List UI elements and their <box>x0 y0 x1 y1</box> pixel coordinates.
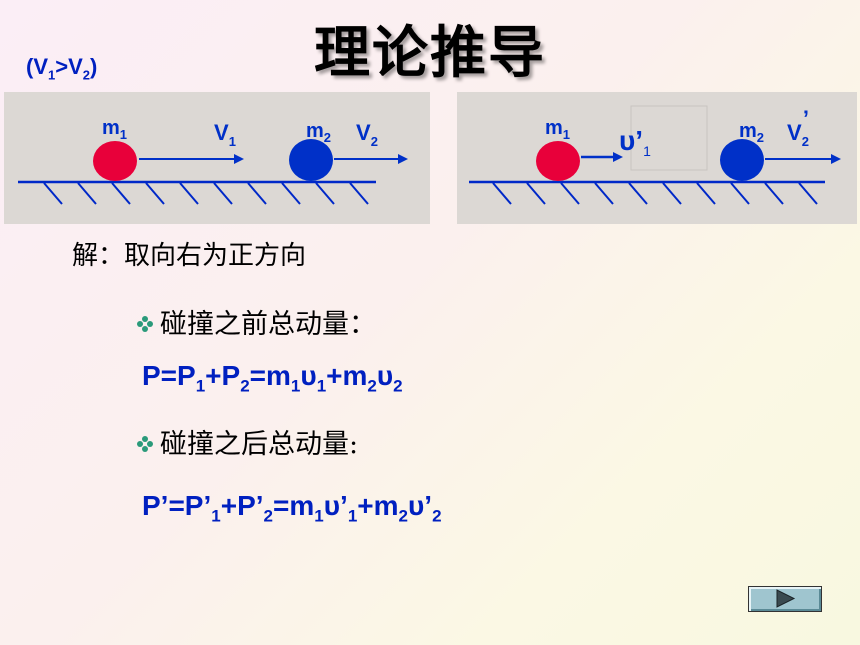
ball-m2 <box>289 139 333 181</box>
formula-momentum-after: P’=P’1+P’2=m1υ’1+m2υ’2 <box>142 490 442 526</box>
formula-momentum-before: P=P1+P2=m1υ1+m2υ2 <box>142 360 403 396</box>
velocity-condition: (V1>V2) <box>26 54 98 83</box>
ball-m1 <box>93 141 137 181</box>
label-u1-prime: υ’1 <box>619 125 651 159</box>
label-v2: V2 <box>356 120 378 149</box>
diamond-bullet-icon <box>134 311 156 333</box>
diagram-before-collision: m1 V1 m2 V2 <box>4 92 430 224</box>
ground-hatching <box>492 182 818 205</box>
ground-hatching <box>43 182 369 205</box>
solution-statement: 解：取向右为正方向 <box>72 241 307 271</box>
label-v1: V1 <box>214 120 236 149</box>
play-next-icon <box>776 589 796 608</box>
label-m2: m2 <box>306 120 331 145</box>
page-title: 理论推导 <box>314 20 546 86</box>
next-slide-button[interactable] <box>748 586 822 612</box>
diamond-bullet-icon <box>134 431 156 453</box>
label-m1: m1 <box>545 117 570 142</box>
bullet-momentum-before: 碰撞之前总动量： <box>134 302 376 341</box>
label-v2-prime: V2’ <box>787 106 809 149</box>
ball-m2 <box>720 139 764 181</box>
bullet-momentum-after: 碰撞之后总动量: <box>134 422 358 461</box>
ball-m1 <box>536 141 580 181</box>
bullet-text: 碰撞之前总动量： <box>160 309 376 340</box>
label-m2: m2 <box>739 120 764 145</box>
bullet-text: 碰撞之后总动量: <box>160 429 359 460</box>
label-m1: m1 <box>102 117 127 142</box>
diagram-after-collision: m1 υ’1 m2 V2’ <box>457 92 857 224</box>
